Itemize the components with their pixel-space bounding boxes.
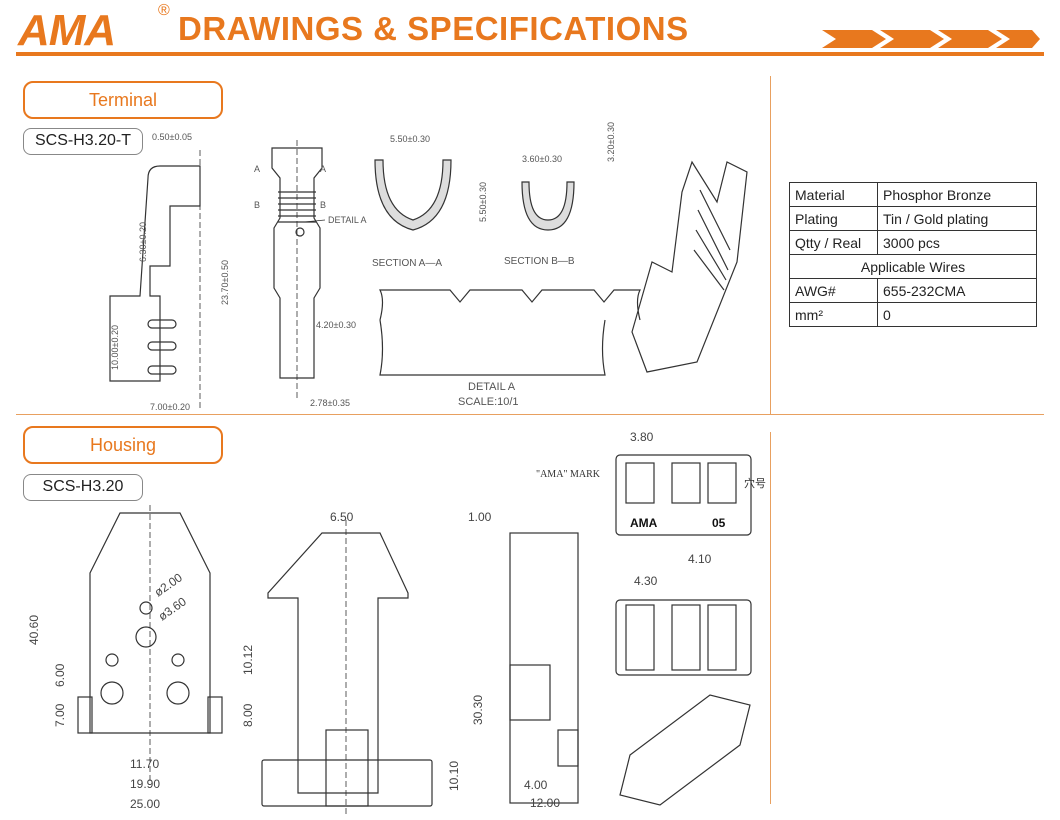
material-label: Material (789, 182, 878, 207)
label-a1: A (254, 164, 260, 174)
terminal-part-number: SCS-H3.20-T (23, 128, 143, 155)
dim-d7: 2.78±0.35 (310, 398, 350, 408)
dim-d2: 6.30±0.20 (138, 222, 148, 262)
wires-header: Applicable Wires (789, 254, 1037, 279)
label-num-text: 05 (712, 516, 726, 530)
terminal-drawings: 0.50±0.05 6.30±0.20 23.70±0.50 10.00±0.2… (109, 122, 748, 412)
dim-h7: 10.12 (241, 645, 255, 675)
dim-d6: 4.20±0.30 (316, 320, 356, 330)
table-row: Qtty / Real 3000 pcs (789, 230, 1037, 255)
header-rule (16, 52, 1044, 56)
label-detail-title: DETAIL A (468, 381, 516, 393)
dim-h14: 1.00 (468, 510, 492, 524)
plating-value: Tin / Gold plating (877, 206, 1037, 231)
terminal-section-label: Terminal (23, 81, 223, 119)
table-row: AWG# 655-232CMA (789, 278, 1037, 303)
table-row: Plating Tin / Gold plating (789, 206, 1037, 231)
dim-h3: 7.00 (53, 703, 67, 727)
dim-h18: 4.10 (688, 552, 712, 566)
section-divider (16, 414, 1044, 415)
dim-h12: 30.30 (471, 695, 485, 725)
brand-logo: AMA (18, 6, 116, 55)
dim-h6: 25.00 (130, 797, 160, 811)
dim-h1: 40.60 (27, 615, 41, 645)
label-hole-no: 穴号 (744, 476, 766, 490)
dim-d5: 7.00±0.20 (150, 402, 190, 412)
dim-d9: 5.50±0.30 (478, 182, 488, 222)
qty-value: 3000 pcs (877, 230, 1037, 255)
label-ama-mark: "AMA" MARK (536, 469, 601, 480)
dim-h13: 10.10 (447, 761, 461, 791)
awg-value: 655-232CMA (877, 278, 1037, 303)
arrow-decoration-icon (822, 28, 1042, 55)
dim-h17: 3.80 (630, 430, 654, 444)
label-a2: A (320, 164, 326, 174)
page-title: DRAWINGS & SPECIFICATIONS (178, 10, 689, 47)
material-value: Phosphor Bronze (877, 182, 1037, 207)
housing-drawings: 40.60 6.00 7.00 11.70 19.90 25.00 10.12 … (27, 430, 766, 815)
mm-label: mm² (789, 302, 878, 327)
table-row: Applicable Wires (789, 254, 1037, 279)
awg-label: AWG# (789, 278, 878, 303)
spec-table: Material Phosphor Bronze Plating Tin / G… (789, 182, 1037, 327)
dim-h8: 8.00 (241, 703, 255, 727)
label-ama-text: AMA (630, 516, 658, 530)
plating-label: Plating (789, 206, 878, 231)
label-b2: B (320, 200, 326, 210)
dim-d4: 10.00±0.20 (110, 325, 120, 370)
mm-value: 0 (877, 302, 1037, 327)
housing-part-number: SCS-H3.20 (23, 474, 143, 501)
table-row: Material Phosphor Bronze (789, 182, 1037, 207)
dim-h2: 6.00 (53, 663, 67, 687)
label-section-bb: SECTION B—B (504, 256, 575, 267)
label-detail-ref: DETAIL A (328, 215, 367, 225)
dim-d10: 3.60±0.30 (522, 154, 562, 164)
dim-d8: 5.50±0.30 (390, 134, 430, 144)
label-detail-scale: SCALE:10/1 (458, 396, 519, 408)
dim-h15: 4.00 (524, 778, 548, 792)
dim-d11: 3.20±0.30 (606, 122, 616, 162)
dim-h4: 11.70 (130, 757, 159, 771)
housing-section-label: Housing (23, 426, 223, 464)
label-b1: B (254, 200, 260, 210)
dim-d3: 23.70±0.50 (220, 260, 230, 305)
registered-mark: ® (158, 2, 170, 19)
dim-h16: 12.00 (530, 796, 560, 810)
dim-h5: 19.90 (130, 777, 160, 791)
table-row: mm² 0 (789, 302, 1037, 327)
qty-label: Qtty / Real (789, 230, 878, 255)
column-divider-bottom (770, 432, 771, 804)
column-divider-top (770, 76, 771, 414)
dim-d1: 0.50±0.05 (152, 132, 192, 142)
label-section-aa: SECTION A—A (372, 258, 442, 269)
dim-h19: 4.30 (634, 574, 658, 588)
dim-h11: 6.50 (330, 510, 354, 524)
